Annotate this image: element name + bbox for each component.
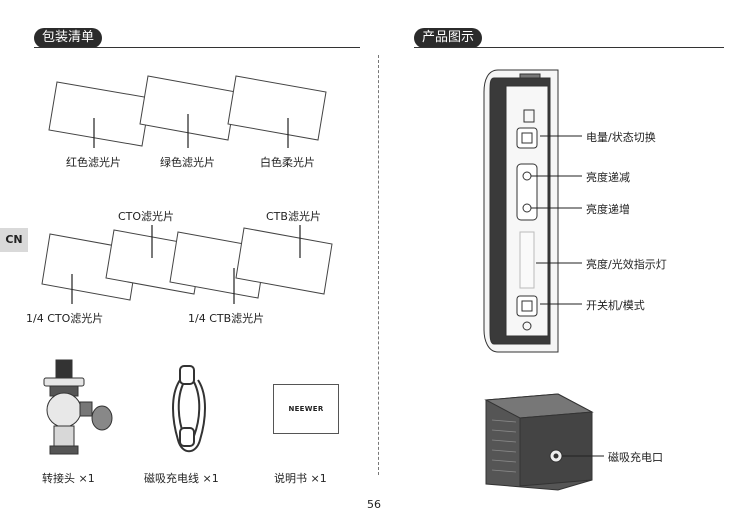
red-filter-label: 红色滤光片 (66, 154, 121, 170)
cable-label: 磁吸充电线 ×1 (144, 470, 219, 486)
brightness-up-label: 亮度递增 (586, 201, 630, 217)
battery-status-label: 电量/状态切换 (586, 129, 656, 145)
hot-shoe-adapter-illustration (44, 360, 112, 454)
white-diffuser-card (228, 76, 326, 140)
power-mode-label: 开关机/模式 (586, 297, 645, 313)
page-number: 56 (367, 498, 381, 511)
manual-illustration: NEEWER (273, 384, 339, 434)
indicator-label: 亮度/光效指示灯 (586, 256, 667, 272)
quarter-cto-label: 1/4 CTO滤光片 (26, 310, 103, 326)
cto-filter-label: CTO滤光片 (118, 208, 174, 224)
ctb-filter-label: CTB滤光片 (266, 208, 321, 224)
brightness-down-label: 亮度递减 (586, 169, 630, 185)
charging-port-label: 磁吸充电口 (608, 449, 663, 465)
quarter-ctb-label: 1/4 CTB滤光片 (188, 310, 264, 326)
white-diffuser-label: 白色柔光片 (260, 154, 315, 170)
light-front-view (484, 70, 558, 352)
manual-label: 说明书 ×1 (274, 470, 327, 486)
light-3d-view (486, 394, 592, 490)
magnetic-cable-illustration (173, 366, 205, 451)
red-filter-card (49, 82, 150, 146)
green-filter-label: 绿色滤光片 (160, 154, 215, 170)
adapter-label: 转接头 ×1 (42, 470, 95, 486)
